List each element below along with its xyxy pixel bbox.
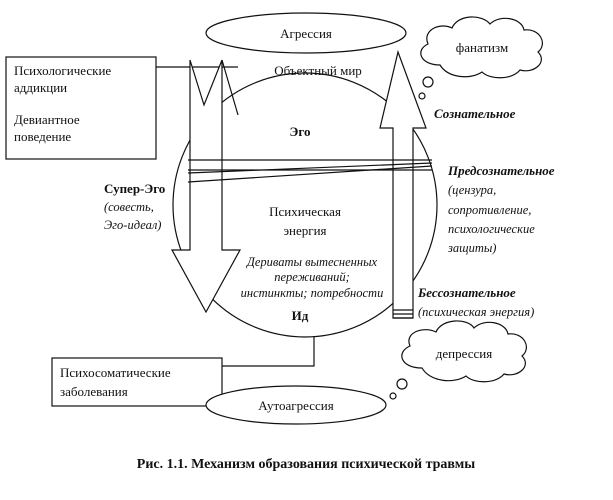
deviant-text-1: Девиантное [14,112,80,127]
superego-label: Супер-Эго [104,181,165,196]
psychosomatic-text-1: Психосоматические [60,365,171,380]
object-world-label: Объектный мир [274,63,362,78]
preconscious-line-2 [187,162,433,174]
psychosomatic-box [51,357,223,407]
preconscious-sub-4: защиты) [447,241,496,255]
fanaticism-cloud [418,16,543,100]
preconscious-sub-3: психологические [448,222,535,236]
autoaggression-label: Аутоагрессия [258,398,333,413]
addictions-box [5,56,157,160]
psychic-energy-label-1: Психическая [269,204,341,219]
addictions-text-1: Психологические [14,63,111,78]
preconscious-sub-1: (цензура, [448,183,496,197]
autoaggression-ellipse [205,385,387,425]
superego-arrow-inner [221,59,239,116]
superego-sub-2: Эго-идеал) [104,218,161,232]
derivatives-label-3: инстинкты; потребности [241,286,384,300]
psychic-energy-label-2: энергия [283,223,326,238]
unconscious-sub: (психическая энергия) [418,305,534,319]
conscious-label: Сознательное [434,106,516,121]
preconscious-line-3 [187,165,433,183]
derivatives-label-1: Дериваты вытесненных [246,255,378,269]
preconscious-sub-2: сопротивление, [448,203,531,217]
ego-label: Эго [290,124,311,139]
aggression-label: Агрессия [280,26,332,41]
unconscious-label: Бессознательное [417,285,516,300]
deviant-text-2: поведение [14,129,71,144]
superego-sub-1: (совесть, [104,200,154,214]
aggression-ellipse [205,12,407,54]
superego-down-arrow [170,59,242,314]
psychosomatic-connector [222,336,315,367]
addictions-text-2: аддикции [14,80,67,95]
psyche-circle [172,72,438,338]
depression-label: депрессия [436,346,492,361]
figure-caption: Рис. 1.1. Механизм образования психическ… [137,457,476,472]
fanaticism-label: фанатизм [456,40,508,55]
id-label: Ид [292,308,309,323]
derivatives-label-2: переживаний; [274,270,350,284]
preconscious-label: Предсознательное [447,163,555,178]
conscious-up-arrow [379,49,427,319]
psychosomatic-text-2: заболевания [60,384,128,399]
depression-cloud [389,320,527,400]
